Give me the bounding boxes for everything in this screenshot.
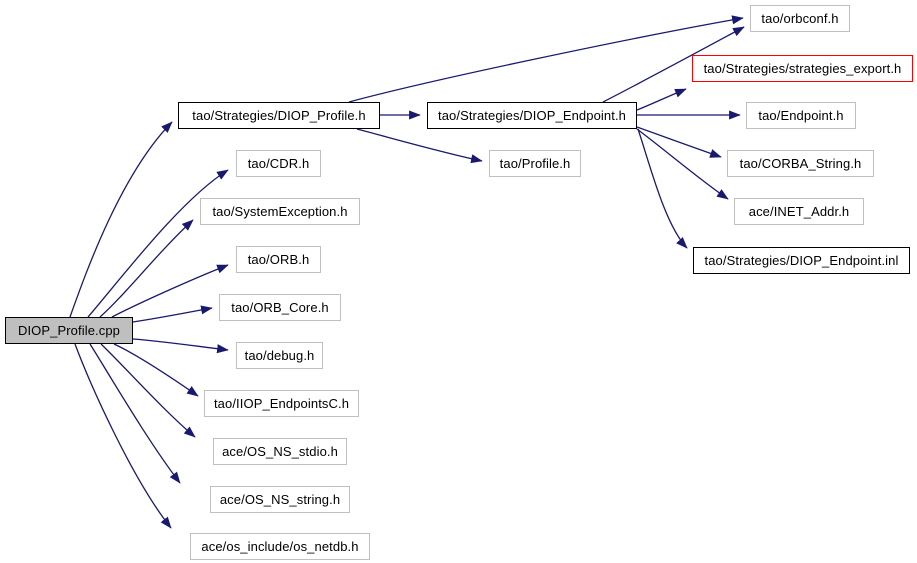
graph-node-label: ace/OS_NS_stdio.h: [222, 444, 338, 459]
edge-root-to-orb: [111, 264, 229, 318]
graph-node-label: DIOP_Profile.cpp: [17, 323, 121, 338]
edge-root-to-iiop_endpointsc: [113, 343, 199, 397]
graph-node-endpoint_h[interactable]: tao/Endpoint.h: [746, 102, 856, 129]
graph-node-debug[interactable]: tao/debug.h: [236, 342, 323, 369]
graph-node-label: tao/IIOP_EndpointsC.h: [213, 396, 350, 411]
graph-node-iiop_endpointsc[interactable]: tao/IIOP_EndpointsC.h: [204, 390, 359, 417]
edge-diop_endpoint_h-to-diop_endpt_inl: [637, 128, 688, 249]
graph-node-label: tao/debug.h: [244, 348, 315, 363]
graph-node-label: tao/ORB_Core.h: [231, 300, 329, 315]
edge-diop_endpoint_h-to-corba_string: [636, 126, 722, 158]
graph-node-label: ace/OS_NS_string.h: [219, 492, 341, 507]
graph-node-os_ns_string[interactable]: ace/OS_NS_string.h: [210, 486, 350, 513]
graph-node-diop_endpt_inl[interactable]: tao/Strategies/DIOP_Endpoint.inl: [693, 247, 910, 274]
graph-node-root[interactable]: DIOP_Profile.cpp: [5, 317, 133, 344]
graph-node-label: tao/Strategies/DIOP_Endpoint.h: [437, 108, 626, 123]
graph-node-os_ns_stdio[interactable]: ace/OS_NS_stdio.h: [213, 438, 347, 465]
graph-node-diop_profile_h[interactable]: tao/Strategies/DIOP_Profile.h: [178, 102, 380, 129]
graph-node-label: tao/CDR.h: [247, 156, 310, 171]
edge-root-to-os_netdb: [74, 343, 172, 529]
graph-node-orbconf[interactable]: tao/orbconf.h: [750, 5, 850, 32]
graph-node-label: tao/Strategies/strategies_export.h: [703, 61, 902, 76]
edge-root-to-cdr: [87, 169, 229, 318]
graph-node-label: tao/Endpoint.h: [758, 108, 844, 123]
graph-node-orb[interactable]: tao/ORB.h: [236, 246, 321, 273]
graph-node-label: tao/Strategies/DIOP_Endpoint.inl: [704, 253, 899, 268]
graph-node-label: tao/SystemException.h: [212, 204, 348, 219]
graph-node-label: tao/CORBA_String.h: [739, 156, 862, 171]
graph-node-label: tao/orbconf.h: [761, 11, 839, 26]
edge-root-to-os_ns_stdio: [100, 343, 196, 438]
edge-root-to-orb_core: [132, 305, 213, 323]
edge-diop_profile_h-to-profile_h: [356, 128, 483, 164]
graph-node-orb_core[interactable]: tao/ORB_Core.h: [219, 294, 341, 321]
graph-node-label: ace/INET_Addr.h: [748, 204, 850, 219]
graph-node-cdr[interactable]: tao/CDR.h: [236, 150, 321, 177]
graph-node-label: ace/os_include/os_netdb.h: [201, 539, 359, 554]
graph-node-corba_string[interactable]: tao/CORBA_String.h: [727, 150, 874, 177]
edge-diop_profile_h-to-orbconf: [348, 15, 744, 103]
graph-node-label: tao/Profile.h: [499, 156, 571, 171]
graph-node-label: tao/Strategies/DIOP_Profile.h: [192, 108, 366, 123]
graph-node-strat_export[interactable]: tao/Strategies/strategies_export.h: [692, 55, 913, 82]
edge-diop_endpoint_h-to-strat_export: [636, 88, 687, 111]
edge-root-to-diop_profile_h: [69, 121, 173, 318]
edge-root-to-os_ns_string: [89, 343, 181, 484]
edge-root-to-debug: [132, 338, 229, 354]
graph-node-label: tao/ORB.h: [247, 252, 310, 267]
edge-diop_endpoint_h-to-inet_addr: [636, 128, 729, 200]
edge-root-to-sysexception: [99, 219, 194, 318]
graph-node-os_netdb[interactable]: ace/os_include/os_netdb.h: [190, 533, 370, 560]
graph-node-diop_endpoint_h[interactable]: tao/Strategies/DIOP_Endpoint.h: [427, 102, 637, 129]
graph-node-inet_addr[interactable]: ace/INET_Addr.h: [734, 198, 864, 225]
edge-group: [69, 15, 745, 529]
graph-node-profile_h[interactable]: tao/Profile.h: [489, 150, 581, 177]
graph-node-sysexception[interactable]: tao/SystemException.h: [200, 198, 360, 225]
